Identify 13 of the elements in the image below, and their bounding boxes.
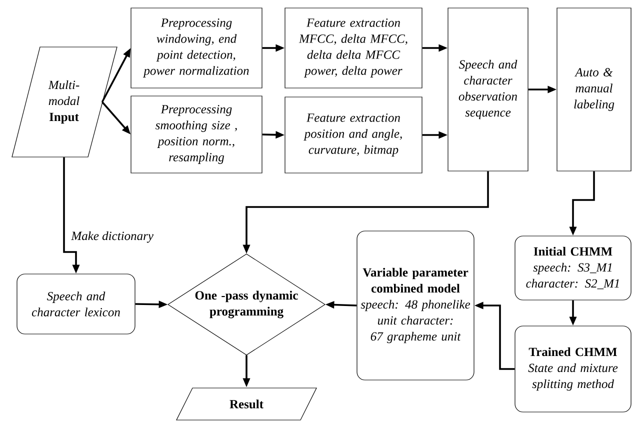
- input-parallelogram: Multi- modal Input: [12, 46, 118, 158]
- process-box: Preprocessing windowing, end point detection, power normalization: [130, 8, 262, 88]
- process-box: Preprocessing smoothing size , position norm., resampling: [130, 96, 262, 174]
- rounded-box: Variable parameter combined model speech: 48 phonelike unit character: 67 grapheme unit: [356, 230, 474, 380]
- process-box: Feature extraction MFCC, delta MFCC, delta delta MFCC power, delta power: [284, 8, 422, 88]
- process-box: Auto & manual labeling: [556, 8, 632, 172]
- process-box: Feature extraction position and angle, curvature, bitmap: [284, 96, 422, 174]
- output-parallelogram: Result: [176, 388, 317, 420]
- process-box: Speech and character observation sequence: [448, 8, 528, 172]
- edge-label: Make dictionary: [71, 231, 154, 243]
- rounded-box: Trained CHMM State and mixture splitting method: [514, 326, 632, 412]
- rounded-box: Speech and character lexicon: [16, 274, 136, 334]
- rounded-box: Initial CHMM speech: S3_M1 character: S2_M1: [514, 236, 632, 300]
